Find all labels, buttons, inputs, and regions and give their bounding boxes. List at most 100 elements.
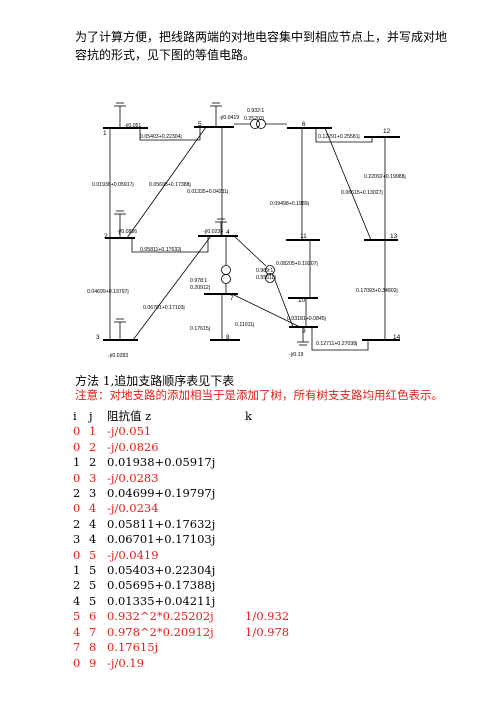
- cell-j: 4: [89, 532, 97, 547]
- cell-z: -j/0.051: [107, 424, 152, 439]
- impedance-label: 0.03181+0.0845j: [287, 316, 326, 322]
- cell-i: 0: [73, 424, 81, 439]
- cell-k: [245, 471, 305, 486]
- cell-k: [245, 424, 305, 439]
- header-i: i: [73, 409, 77, 423]
- transformer-label: 0.20912j: [190, 285, 210, 291]
- cell-z: 0.05811+0.17632j: [107, 516, 216, 531]
- cell-i: 0: [73, 547, 81, 562]
- node-label: 12: [383, 128, 391, 135]
- impedance-label: 0.01335+0.04211j: [187, 189, 228, 195]
- cell-z: 0.01335+0.04211j: [107, 593, 216, 608]
- equivalent-circuit-diagram: 1 5 6 12 2 4 11 13 7 10 3 8 9 14 -j/0.05…: [87, 102, 406, 359]
- impedance-label: 0.11011j: [235, 322, 254, 328]
- node-label: 2: [104, 233, 108, 240]
- cell-j: 5: [89, 578, 97, 593]
- capacitor-label: -j/0.0826: [117, 229, 137, 235]
- impedance-label: 0.06701+0.17103j: [143, 305, 185, 311]
- impedance-label: 0.12291+0.25581j: [318, 134, 360, 140]
- cell-k: 1/0.978: [245, 624, 290, 639]
- node-label: 4: [226, 229, 230, 236]
- cell-i: 1: [73, 563, 81, 578]
- node-label: 10: [298, 297, 306, 304]
- cell-i: 5: [73, 609, 81, 624]
- method-heading: 方法 1,追加支路顺序表见下表: [75, 374, 235, 388]
- cell-j: 5: [89, 547, 97, 562]
- cell-j: 5: [89, 593, 97, 608]
- impedance-label: 0.04699+0.19797j: [87, 289, 129, 295]
- capacitor-label: -j/0.0283: [108, 353, 128, 359]
- impedance-label: 0.01938+0.05917j: [92, 182, 134, 188]
- impedance-label: 0.05811+0.17632j: [140, 247, 181, 253]
- cell-z: 0.05695+0.17388j: [107, 578, 216, 593]
- impedance-label: 0.17093+0.34802j: [356, 288, 398, 294]
- cell-j: 4: [89, 516, 97, 531]
- cell-k: 1/0.932: [245, 609, 290, 624]
- cell-z: 0.17615j: [107, 640, 159, 655]
- impedance-label: 0.09498+0.1989j: [270, 201, 309, 207]
- cell-k: [245, 563, 305, 578]
- cell-j: 5: [89, 563, 97, 578]
- cell-j: 6: [89, 609, 97, 624]
- cell-z: 0.932^2*0.25202j: [107, 609, 214, 624]
- intro-paragraph: 为了计算方便，把线路两端的对地电容集中到相应节点上，并写成对地容抗的形式，见下图…: [75, 30, 448, 62]
- cell-z: 0.04699+0.19797j: [107, 486, 216, 501]
- node-label: 13: [390, 233, 398, 240]
- cell-z: 0.05403+0.22304j: [107, 563, 216, 578]
- header-j: j: [89, 409, 93, 423]
- cell-i: 1: [73, 455, 81, 470]
- cell-k: [245, 594, 305, 609]
- cell-j: 2: [89, 455, 97, 470]
- cell-j: 3: [89, 470, 97, 485]
- cell-k: [245, 455, 305, 470]
- cell-i: 0: [73, 655, 81, 670]
- cell-k: [245, 640, 305, 655]
- impedance-label: 0.08205+0.19207j: [276, 261, 318, 267]
- transformer-label: 0.55618j: [256, 275, 276, 281]
- impedance-label: 0.22092+0.19988j: [364, 174, 406, 180]
- cell-k: [245, 578, 305, 593]
- cell-i: 3: [73, 532, 81, 547]
- node-label: 8: [226, 334, 230, 341]
- cell-k: [245, 517, 305, 532]
- cell-i: 0: [73, 501, 81, 516]
- cell-k: [245, 501, 305, 516]
- cell-z: -j/0.0419: [107, 547, 159, 562]
- transformer-label: 0.25202j: [244, 116, 264, 122]
- cell-j: 2: [89, 439, 97, 454]
- cell-z: 0.01938+0.05917j: [107, 455, 216, 470]
- impedance-label: 0.05403+0.22304j: [140, 134, 182, 140]
- cell-z: -j/0.0234: [107, 501, 159, 516]
- capacitor-label: -j/0.0234: [203, 229, 223, 235]
- cell-i: 7: [73, 640, 81, 655]
- cell-i: 2: [73, 486, 81, 501]
- impedance-label: 0.06615+0.13027j: [341, 190, 383, 196]
- cell-i: 4: [73, 593, 81, 608]
- node-label: 9: [302, 328, 306, 335]
- cell-i: 2: [73, 578, 81, 593]
- capacitor-label: -j/0.051: [124, 123, 141, 129]
- cell-k: [245, 548, 305, 563]
- cell-z: -j/0.0826: [107, 439, 159, 454]
- node-label: 11: [300, 233, 307, 240]
- note-text: 注意：对地支路的添加相当于是添加了树，所有树支支路均用红色表示。: [75, 388, 443, 402]
- cell-k: [245, 656, 305, 671]
- cell-i: 2: [73, 516, 81, 531]
- node-label: 7: [230, 295, 234, 302]
- cell-k: [245, 440, 305, 455]
- cell-z: -j/0.19: [107, 655, 144, 670]
- node-label: 14: [393, 334, 401, 341]
- table-header-row: i j 阻抗值 z k: [73, 409, 305, 424]
- cell-j: 7: [89, 624, 97, 639]
- cell-j: 3: [89, 486, 97, 501]
